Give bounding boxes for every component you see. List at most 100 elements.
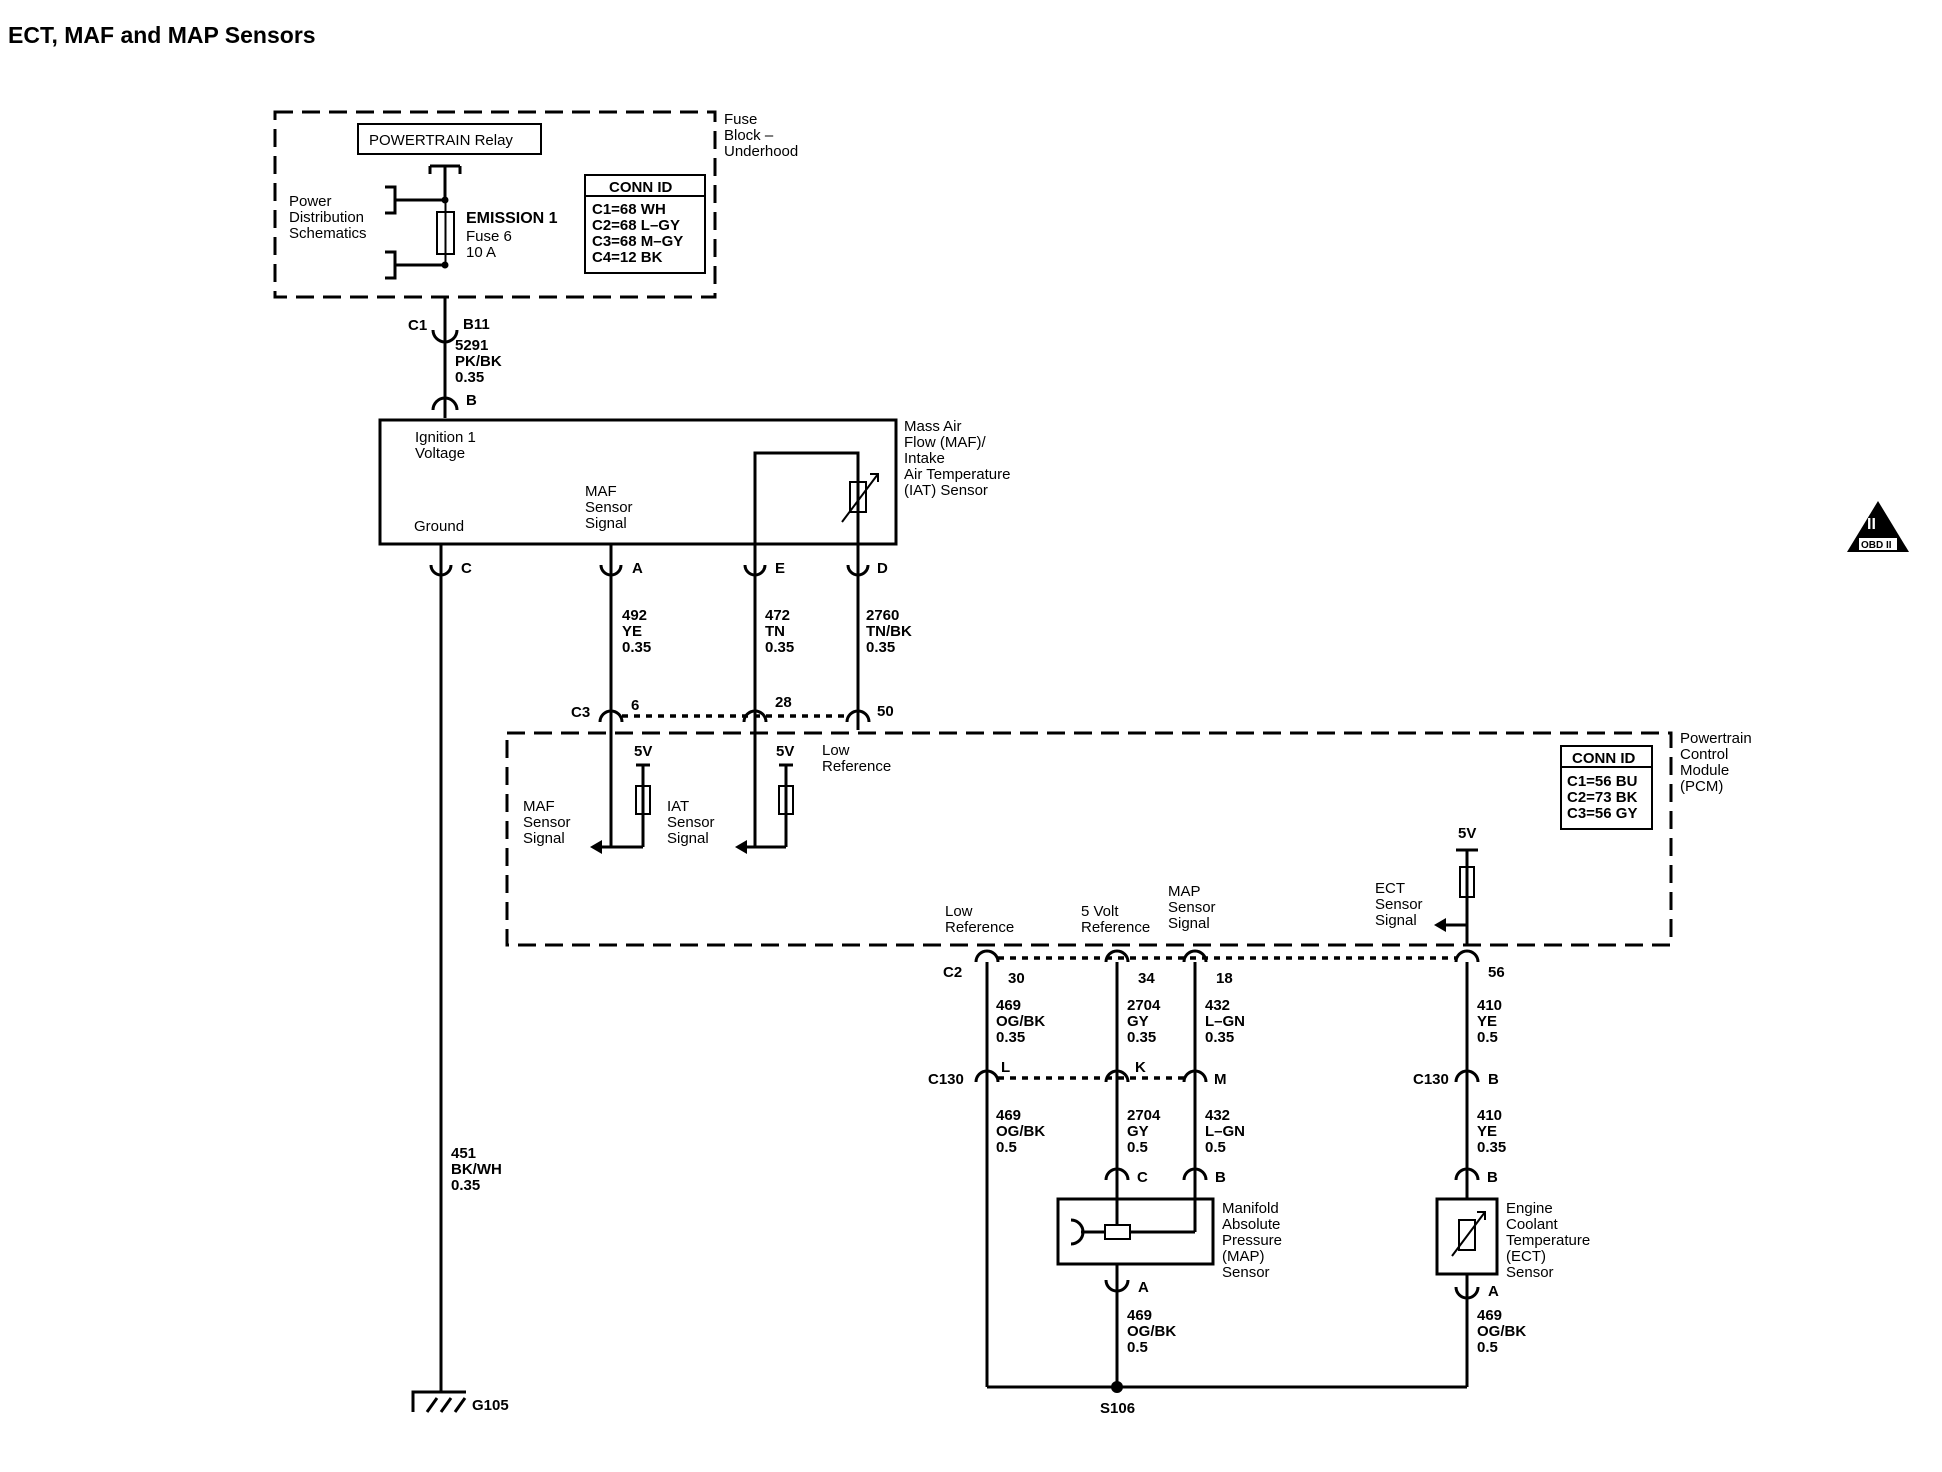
svg-text:0.5: 0.5 — [1477, 1029, 1498, 1046]
ign-color: PK/BK — [455, 353, 502, 370]
svg-text:Signal: Signal — [523, 830, 565, 847]
svg-text:Reference: Reference — [1081, 919, 1150, 936]
svg-text:0.5: 0.5 — [1127, 1139, 1148, 1156]
pcm-label-3: Module — [1680, 762, 1729, 779]
pcm-module: Powertrain Control Module (PCM) CONN ID … — [505, 730, 1752, 947]
svg-text:B: B — [1488, 1071, 1499, 1088]
svg-text:0.35: 0.35 — [1127, 1029, 1156, 1046]
ect-thermistor-icon — [1458, 1219, 1476, 1251]
fuse-block-label-1: Fuse — [724, 111, 757, 128]
powertrain-relay-box — [357, 123, 542, 155]
svg-text:0.35: 0.35 — [1477, 1139, 1506, 1156]
powertrain-relay-label: POWERTRAIN Relay — [369, 132, 513, 149]
svg-text:5V: 5V — [634, 743, 652, 760]
svg-text:MAP: MAP — [1168, 883, 1201, 900]
map-sensor: Manifold Absolute Pressure (MAP) Sensor … — [1056, 1197, 1282, 1387]
svg-text:D: D — [877, 560, 888, 577]
svg-text:MAF: MAF — [523, 798, 555, 815]
svg-text:B: B — [1487, 1169, 1498, 1186]
svg-text:B: B — [1215, 1169, 1226, 1186]
svg-text:GY: GY — [1127, 1123, 1149, 1140]
fuse-block-label-2: Block – — [724, 127, 774, 144]
maf-sensor-label-4: Air Temperature — [904, 466, 1010, 483]
svg-text:C2=68 L–GY: C2=68 L–GY — [592, 217, 680, 234]
svg-text:Reference: Reference — [822, 758, 891, 775]
svg-text:Coolant: Coolant — [1506, 1216, 1559, 1233]
svg-text:IAT: IAT — [667, 798, 689, 815]
svg-text:Reference: Reference — [945, 919, 1014, 936]
svg-text:Low: Low — [945, 903, 973, 920]
svg-text:0.5: 0.5 — [1477, 1339, 1498, 1356]
ect-variable-resistor-arrow — [1451, 1211, 1486, 1257]
iat-signal-arrow-icon — [735, 840, 747, 854]
svg-text:Low: Low — [822, 742, 850, 759]
svg-text:Pressure: Pressure — [1222, 1232, 1282, 1249]
svg-text:Sensor: Sensor — [523, 814, 571, 831]
svg-text:Temperature: Temperature — [1506, 1232, 1590, 1249]
power-distribution-bracket-top — [385, 185, 445, 215]
relay-output-symbol — [428, 164, 462, 200]
svg-text:CONN ID: CONN ID — [609, 179, 673, 196]
svg-text:OG/BK: OG/BK — [996, 1013, 1045, 1030]
svg-text:0.5: 0.5 — [1127, 1339, 1148, 1356]
svg-text:M: M — [1214, 1071, 1227, 1088]
svg-text:5 Volt: 5 Volt — [1081, 903, 1119, 920]
maf-sensor-label-1: Mass Air — [904, 418, 962, 435]
iat-thermistor-icon — [849, 481, 867, 513]
c130-label-left: C130 — [928, 1071, 964, 1088]
svg-text:410: 410 — [1477, 1107, 1502, 1124]
svg-text:18: 18 — [1216, 970, 1233, 987]
map-sensor-element-icon — [1104, 1224, 1131, 1240]
maf-sensor-label-3: Intake — [904, 450, 945, 467]
svg-text:2704: 2704 — [1127, 997, 1161, 1014]
power-distribution-label-1: Power — [289, 193, 332, 210]
ground-size: 0.35 — [451, 1177, 480, 1194]
pcm-conn-id-table: CONN ID C1=56 BU C2=73 BK C3=56 GY — [1560, 745, 1653, 830]
maf-ignition-label-2: Voltage — [415, 445, 465, 462]
fuse-block-conn-id-table: CONN ID C1=68 WH C2=68 L–GY C3=68 M–GY C… — [584, 174, 706, 274]
svg-text:5V: 5V — [1458, 825, 1476, 842]
svg-text:(MAP): (MAP) — [1222, 1248, 1265, 1265]
ground-symbol — [411, 1390, 467, 1413]
svg-text:Manifold: Manifold — [1222, 1200, 1279, 1217]
ign-circuit: 5291 — [455, 337, 488, 354]
c130-label-right: C130 — [1413, 1071, 1449, 1088]
svg-text:0.35: 0.35 — [622, 639, 651, 656]
maf-connector-pins: C A E D — [429, 560, 888, 577]
svg-text:Absolute: Absolute — [1222, 1216, 1280, 1233]
pcm-label-2: Control — [1680, 746, 1728, 763]
power-distribution-label-3: Schematics — [289, 225, 367, 242]
fuse-number: Fuse 6 — [466, 228, 512, 245]
svg-text:L–GN: L–GN — [1205, 1013, 1245, 1030]
page-title: ECT, MAF and MAP Sensors — [8, 22, 316, 48]
svg-text:C4=12 BK: C4=12 BK — [592, 249, 663, 266]
svg-text:469: 469 — [996, 997, 1021, 1014]
svg-text:GY: GY — [1127, 1013, 1149, 1030]
svg-text:Sensor: Sensor — [1375, 896, 1423, 913]
ground-circuit: 451 — [451, 1145, 476, 1162]
ign-connector: C1 — [408, 317, 427, 334]
svg-text:C2=73 BK: C2=73 BK — [1567, 789, 1638, 806]
fuse-rating: 10 A — [466, 244, 496, 261]
svg-text:C3=56 GY: C3=56 GY — [1567, 805, 1637, 822]
fuse-name: EMISSION 1 — [466, 210, 558, 227]
svg-text:A: A — [1488, 1283, 1499, 1300]
lower-wires: C2 30 34 18 56 469 OG/BK 0.35 2704 GY 0.… — [928, 949, 1506, 1387]
maf-signal-label-3: Signal — [585, 515, 627, 532]
svg-text:0.35: 0.35 — [996, 1029, 1025, 1046]
svg-text:28: 28 — [775, 694, 792, 711]
svg-text:50: 50 — [877, 703, 894, 720]
svg-text:(ECT): (ECT) — [1506, 1248, 1546, 1265]
svg-text:YE: YE — [1477, 1013, 1497, 1030]
power-distribution-bracket-bottom — [385, 250, 445, 280]
svg-text:Sensor: Sensor — [667, 814, 715, 831]
iat-loop — [753, 451, 860, 545]
svg-text:A: A — [1138, 1279, 1149, 1296]
maf-ignition-label-1: Ignition 1 — [415, 429, 476, 446]
svg-text:34: 34 — [1138, 970, 1155, 987]
svg-text:S106: S106 — [1100, 1400, 1135, 1417]
svg-text:L–GN: L–GN — [1205, 1123, 1245, 1140]
svg-text:E: E — [775, 560, 785, 577]
svg-text:0.5: 0.5 — [996, 1139, 1017, 1156]
